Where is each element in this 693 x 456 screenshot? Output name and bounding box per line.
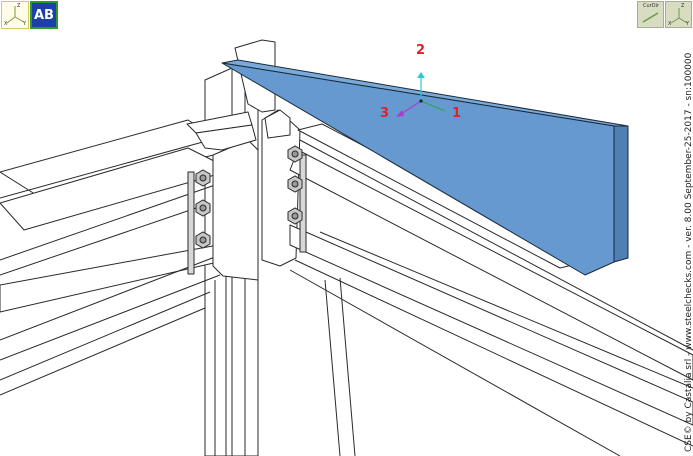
axis-1-label: 1 [452, 106, 462, 121]
bolt-right-3[interactable] [287, 207, 303, 225]
curdir-arrow-icon [642, 12, 659, 23]
view-triad-button[interactable]: Z X Y [665, 1, 692, 28]
bolt-left-1[interactable] [195, 169, 211, 187]
ab-button-label: AB [34, 7, 54, 23]
curdir-button[interactable]: CurDir [637, 1, 664, 28]
left-beam [0, 119, 236, 396]
axis-triad-icon[interactable]: Z X Y [1, 1, 29, 29]
curdir-label: CurDir [643, 3, 660, 9]
view-triad-z-label: Z [681, 3, 685, 9]
ab-toggle-button[interactable]: AB [30, 1, 58, 29]
right-stiffener-strip [299, 154, 307, 253]
local-axes [396, 72, 446, 117]
triad-z-label: Z [17, 3, 21, 9]
triad-y-label: Y [23, 21, 27, 27]
left-stiffener-strip [187, 171, 195, 275]
bolt-right-1[interactable] [287, 145, 303, 163]
bolt-left-3[interactable] [195, 231, 211, 249]
selected-tapered-plate[interactable] [221, 59, 629, 276]
triad-lines-icon [6, 6, 25, 24]
triad-x-label: X [4, 21, 8, 27]
axis-3-label: 3 [380, 106, 390, 121]
bolt-right-2[interactable] [287, 175, 303, 193]
axis-2-label: 2 [416, 43, 426, 58]
view-triad-y-label: Y [686, 21, 690, 27]
bolt-left-2[interactable] [195, 199, 211, 217]
view-triad-x-label: X [668, 21, 672, 27]
view-triad-icon [670, 8, 688, 24]
left-end-plate [212, 139, 259, 281]
version-watermark: CSE© by Castalia srl - www.steelchecks.c… [684, 52, 693, 452]
